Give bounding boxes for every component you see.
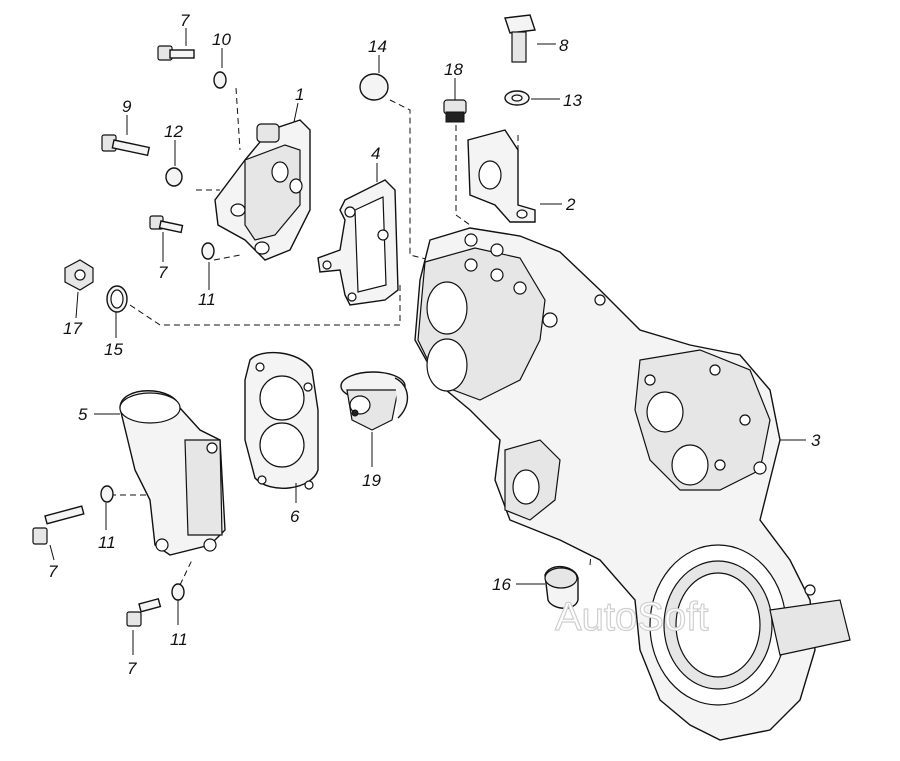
outlet-pipe	[119, 390, 226, 556]
bolt-10	[504, 14, 536, 63]
label-8: 7	[48, 562, 58, 581]
label-7-mid: 7	[158, 263, 168, 282]
label-7-top: 7	[180, 11, 190, 30]
washer-13-hole	[511, 94, 523, 102]
label-3: 3	[811, 431, 821, 450]
gasket-lower	[244, 351, 319, 490]
label-17: 17	[63, 319, 82, 338]
label-2: 2	[565, 195, 576, 214]
leader-lines	[49, 28, 806, 655]
label-11-bottom: 11	[170, 630, 188, 649]
label-19: 19	[362, 471, 381, 490]
label-1: 1	[295, 85, 304, 104]
label-9: 9	[122, 97, 132, 116]
label-16: 16	[492, 575, 511, 594]
label-4: 4	[371, 144, 380, 163]
timing-housing	[414, 227, 851, 741]
label-14: 15	[104, 340, 123, 359]
washer-11-lower	[100, 485, 114, 503]
label-11-top: 10	[212, 30, 231, 49]
bracket	[467, 129, 536, 223]
label-15: 14	[368, 37, 387, 56]
plug-18	[443, 99, 467, 123]
watermark: AutoSoft	[555, 595, 708, 639]
gasket-upper	[317, 179, 399, 306]
label-18: 18	[444, 60, 463, 79]
part-labels: 7 10 9 12 1 7 11 4 14 18 8 13 2 17 15 5 …	[48, 11, 821, 678]
thermostat-housing	[214, 119, 311, 261]
washer-11-top	[213, 71, 227, 89]
label-11-lower: 11	[98, 533, 116, 552]
washer-11-mid	[201, 242, 215, 260]
thermostat	[340, 371, 409, 431]
bolt-7-top	[157, 45, 195, 61]
bolt-7-bottom	[126, 597, 162, 627]
washer-11-bottom	[171, 583, 185, 601]
bolt-9	[101, 134, 151, 157]
bolt-8	[32, 505, 85, 545]
label-6: 6	[290, 507, 300, 526]
label-13: 13	[563, 91, 582, 110]
label-11-mid: 11	[198, 290, 216, 309]
label-5: 5	[78, 405, 88, 424]
plug-15	[359, 73, 389, 101]
label-10: 8	[559, 36, 569, 55]
washer-12	[165, 167, 183, 187]
label-12: 12	[164, 122, 183, 141]
o-ring-14-hole	[110, 289, 124, 309]
plug-17	[64, 259, 94, 291]
bolt-7-mid	[149, 215, 184, 234]
seal-16	[544, 566, 579, 609]
label-7-bottom: 7	[127, 659, 137, 678]
